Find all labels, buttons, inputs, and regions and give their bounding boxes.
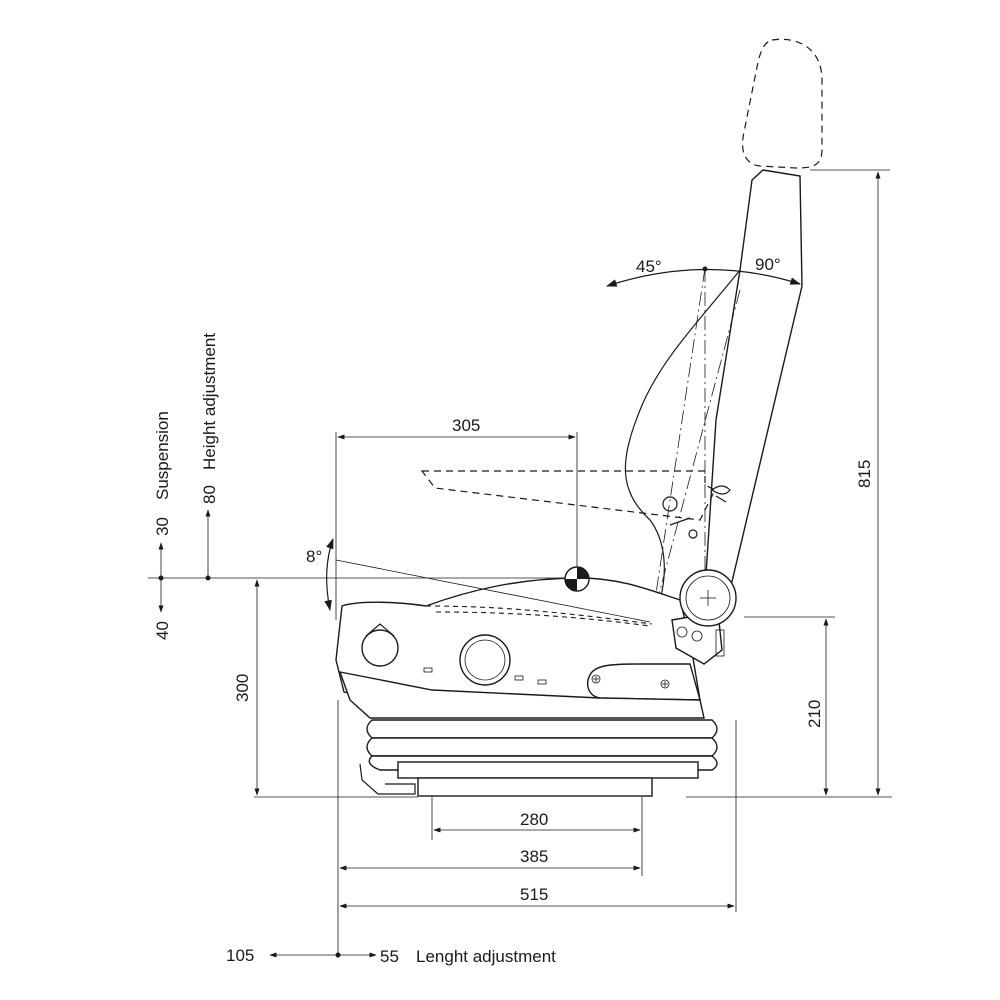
seat-weight-knob [459,634,511,686]
dim-815-label: 815 [855,460,874,488]
armrest-pivot [662,496,678,512]
dim-385-label: 385 [520,847,548,866]
side-plate [587,663,701,701]
height-80-label: 80 [200,485,219,504]
seat-base-shell [338,671,705,719]
dim-300-label: 300 [233,674,252,702]
suspension-30-label: 30 [153,517,172,536]
center-of-gravity-icon [564,566,590,592]
angle-45-label: 45° [636,257,662,276]
headrest-outline [741,38,823,169]
seat-adjust-knob-front [361,629,399,667]
suspension-label: Suspension [153,411,172,500]
armrest-outline [420,470,716,521]
length-adjustment-label: Lenght adjustment [416,947,556,966]
backrest [704,169,803,591]
slide-rail [397,761,699,779]
seat-tilt-arc [324,537,334,612]
armrest-knob-icon [710,485,731,503]
angle-8-label: 8° [306,547,322,566]
dim-515-label: 515 [520,885,548,904]
dim-55-label: 55 [380,947,399,966]
dim-105-label: 105 [226,946,254,965]
dim-280-label: 280 [520,810,548,829]
base-mount [417,777,653,797]
dim-210-label: 210 [805,700,824,728]
dim-305-label: 305 [452,416,480,435]
height-adjustment-label: Height adjustment [200,333,219,470]
backrest-cushion [624,269,741,601]
suspension-40-label: 40 [153,621,172,640]
angle-90-label: 90° [755,255,781,274]
